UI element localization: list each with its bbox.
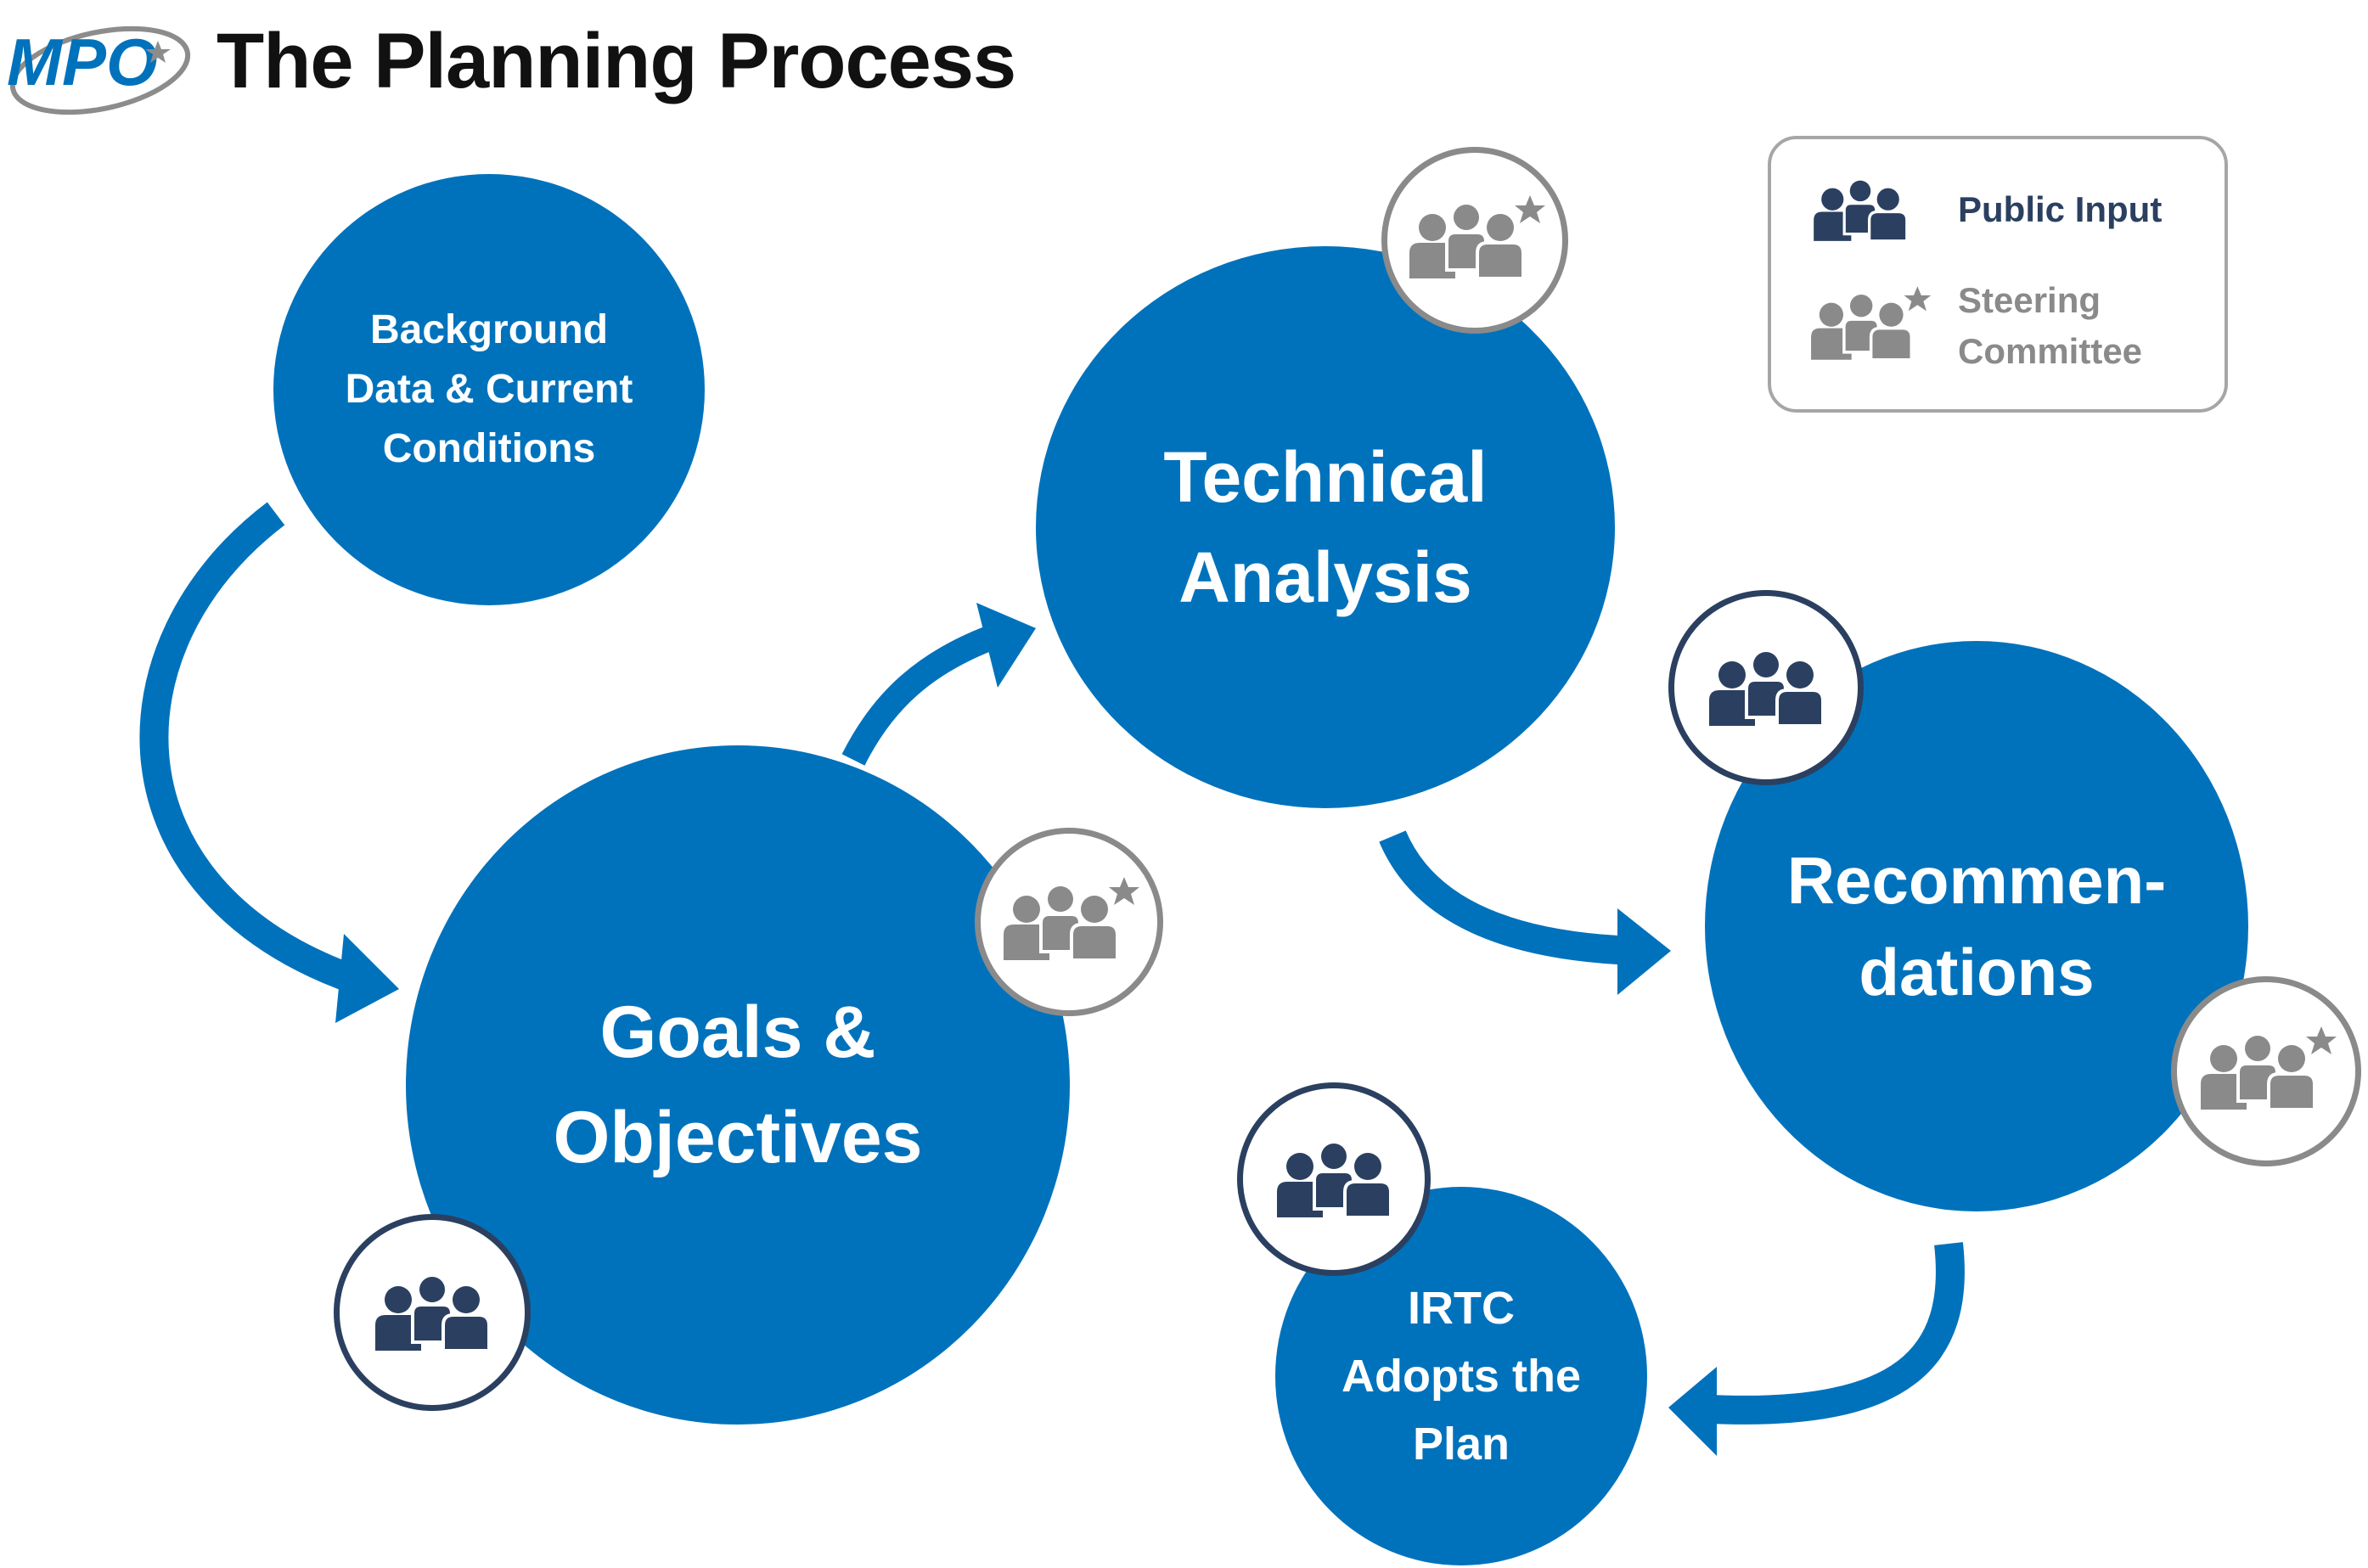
step-background-line-1: Background	[369, 307, 609, 352]
badge-steering-goals	[975, 828, 1163, 1016]
legend-steering-line-1: Steering	[1958, 280, 2101, 320]
step-adoption-line-3: Plan	[1412, 1419, 1510, 1470]
step-goals-line-1: Goals &	[599, 992, 876, 1073]
arrow-technical-to-recommendations	[1379, 829, 1671, 995]
badge-steering-recommendations	[2171, 976, 2361, 1166]
page-title: The Planning Process	[217, 18, 1016, 104]
badge-public-goals	[334, 1214, 531, 1411]
step-recommendations-line-1: Recommen-	[1786, 843, 2167, 918]
badge-public-recommendations	[1668, 590, 1864, 785]
people-group-icon	[1277, 1144, 1392, 1219]
step-adoption-line-1: IRTC	[1408, 1283, 1515, 1334]
legend-public-input-label: Public Input	[1958, 189, 2163, 229]
legend-item-public-input: Public Input	[1805, 171, 2162, 248]
people-group-star-icon	[1409, 195, 1545, 280]
mpo-logo-text: MPO	[7, 25, 158, 99]
step-technical-analysis: Technical Analysis	[1036, 246, 1615, 808]
people-group-star-icon	[1811, 286, 1932, 362]
mpo-logo-graphic: MPO	[7, 25, 191, 115]
step-irtc-adopts-plan: IRTC Adopts the Plan	[1275, 1187, 1647, 1565]
legend: Public Input Steering Committee	[1768, 136, 2228, 413]
mpo-logo: MPO	[0, 7, 200, 115]
step-technical-line-1: Technical	[1163, 437, 1488, 517]
people-group-star-icon	[1004, 877, 1139, 962]
step-goals-line-2: Objectives	[553, 1097, 923, 1178]
step-adoption-line-2: Adopts the	[1341, 1351, 1581, 1402]
legend-item-steering-committee: Steering Committee	[1805, 275, 2142, 377]
people-group-star-icon	[2201, 1026, 2337, 1111]
badge-steering-technical	[1381, 147, 1568, 334]
step-background-data: Background Data & Current Conditions	[273, 174, 705, 605]
arrow-background-to-goals	[139, 502, 399, 1023]
people-group-icon	[1709, 652, 1825, 728]
badge-public-adoption	[1237, 1082, 1431, 1276]
step-technical-line-2: Analysis	[1178, 537, 1472, 617]
step-recommendations-line-2: dations	[1859, 935, 2095, 1009]
step-background-line-2: Data & Current	[345, 367, 633, 412]
people-group-icon	[1814, 180, 1909, 243]
people-group-icon	[375, 1277, 491, 1352]
arrow-goals-to-technical	[841, 603, 1036, 766]
step-background-line-3: Conditions	[382, 426, 596, 471]
legend-steering-line-2: Committee	[1958, 331, 2143, 371]
arrow-recommendations-to-adoption	[1668, 1242, 1965, 1456]
step-goals-objectives: Goals & Objectives	[406, 745, 1070, 1425]
